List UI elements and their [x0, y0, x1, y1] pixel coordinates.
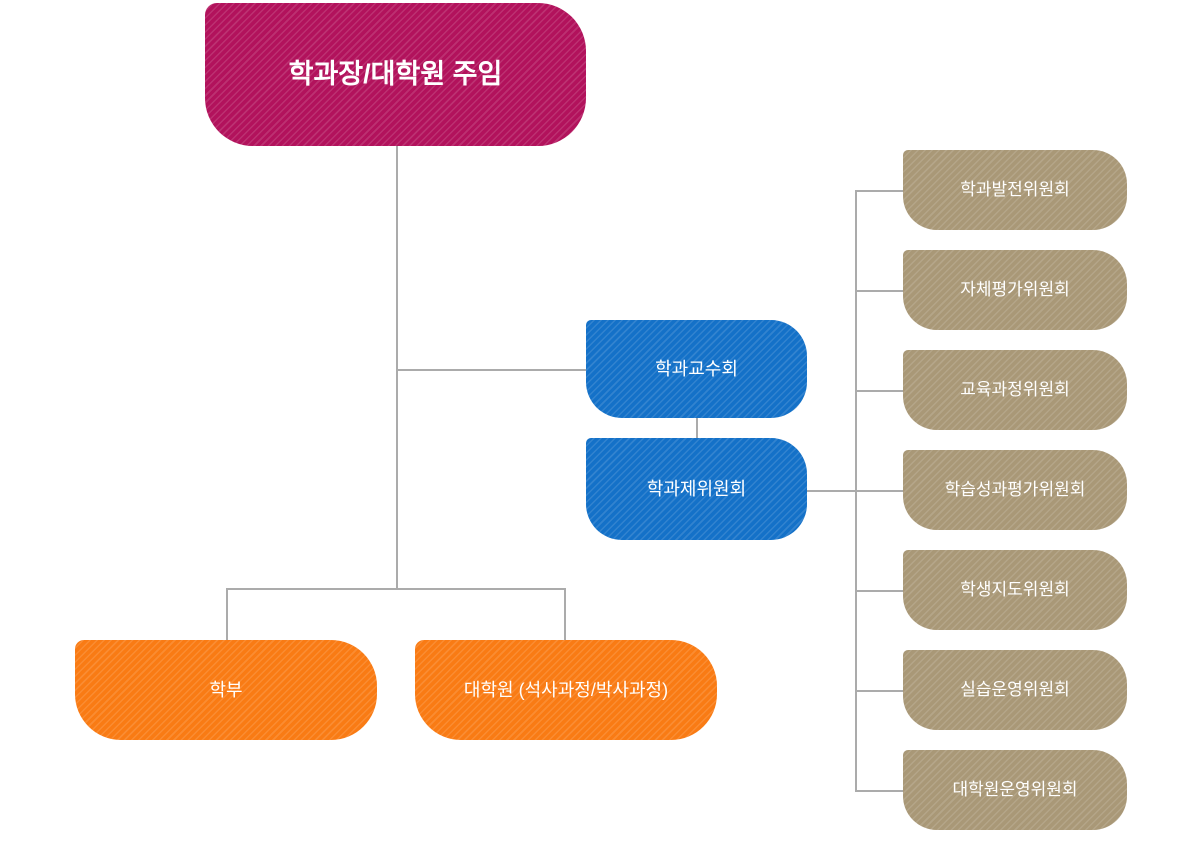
connector-council-to-committee: [696, 418, 698, 439]
connector-stub-7: [855, 790, 903, 792]
node-undergraduate: 학부: [75, 640, 377, 740]
node-graduate-school-label: 대학원 (석사과정/박사과정): [463, 679, 669, 700]
connector-stub-2: [855, 290, 903, 292]
node-subcommittee-self-evaluation: 자체평가위원회: [903, 250, 1127, 330]
node-subcommittee-label: 학생지도위원회: [960, 580, 1070, 600]
node-subcommittee-development: 학과발전위원회: [903, 150, 1127, 230]
node-faculty-council: 학과교수회: [586, 320, 807, 418]
node-undergraduate-label: 학부: [209, 679, 243, 700]
node-graduate-school: 대학원 (석사과정/박사과정): [415, 640, 717, 740]
connector-stub-6: [855, 690, 903, 692]
node-department-head: 학과장/대학원 주임: [205, 3, 586, 146]
node-subcommittee-label: 실습운영위원회: [960, 680, 1070, 700]
node-subcommittee-curriculum: 교육과정위원회: [903, 350, 1127, 430]
node-subcommittee-learning-outcomes: 학습성과평가위원회: [903, 450, 1127, 530]
node-subcommittee-label: 학과발전위원회: [960, 180, 1070, 200]
node-subcommittee-label: 대학원운영위원회: [952, 780, 1078, 800]
node-subcommittee-label: 자체평가위원회: [960, 280, 1070, 300]
node-subcommittee-graduate-operation: 대학원운영위원회: [903, 750, 1127, 830]
node-subcommittee-practice-operation: 실습운영위원회: [903, 650, 1127, 730]
connector-to-faculty-council: [396, 369, 587, 371]
node-department-committee: 학과제위원회: [586, 438, 807, 540]
connector-subcommittee-trunk: [855, 190, 857, 790]
node-department-committee-label: 학과제위원회: [646, 478, 747, 499]
node-subcommittee-label: 학습성과평가위원회: [944, 480, 1086, 500]
connector-to-graduate: [564, 588, 566, 641]
node-faculty-council-label: 학과교수회: [655, 358, 738, 379]
connector-stub-3: [855, 390, 903, 392]
connector-stub-1: [855, 190, 903, 192]
connector-head-trunk: [396, 146, 398, 589]
connector-programs-branch: [226, 588, 565, 590]
node-department-head-label: 학과장/대학원 주임: [288, 58, 503, 89]
connector-to-undergraduate: [226, 588, 228, 641]
node-subcommittee-label: 교육과정위원회: [960, 380, 1070, 400]
connector-stub-5: [855, 590, 903, 592]
node-subcommittee-student-guidance: 학생지도위원회: [903, 550, 1127, 630]
